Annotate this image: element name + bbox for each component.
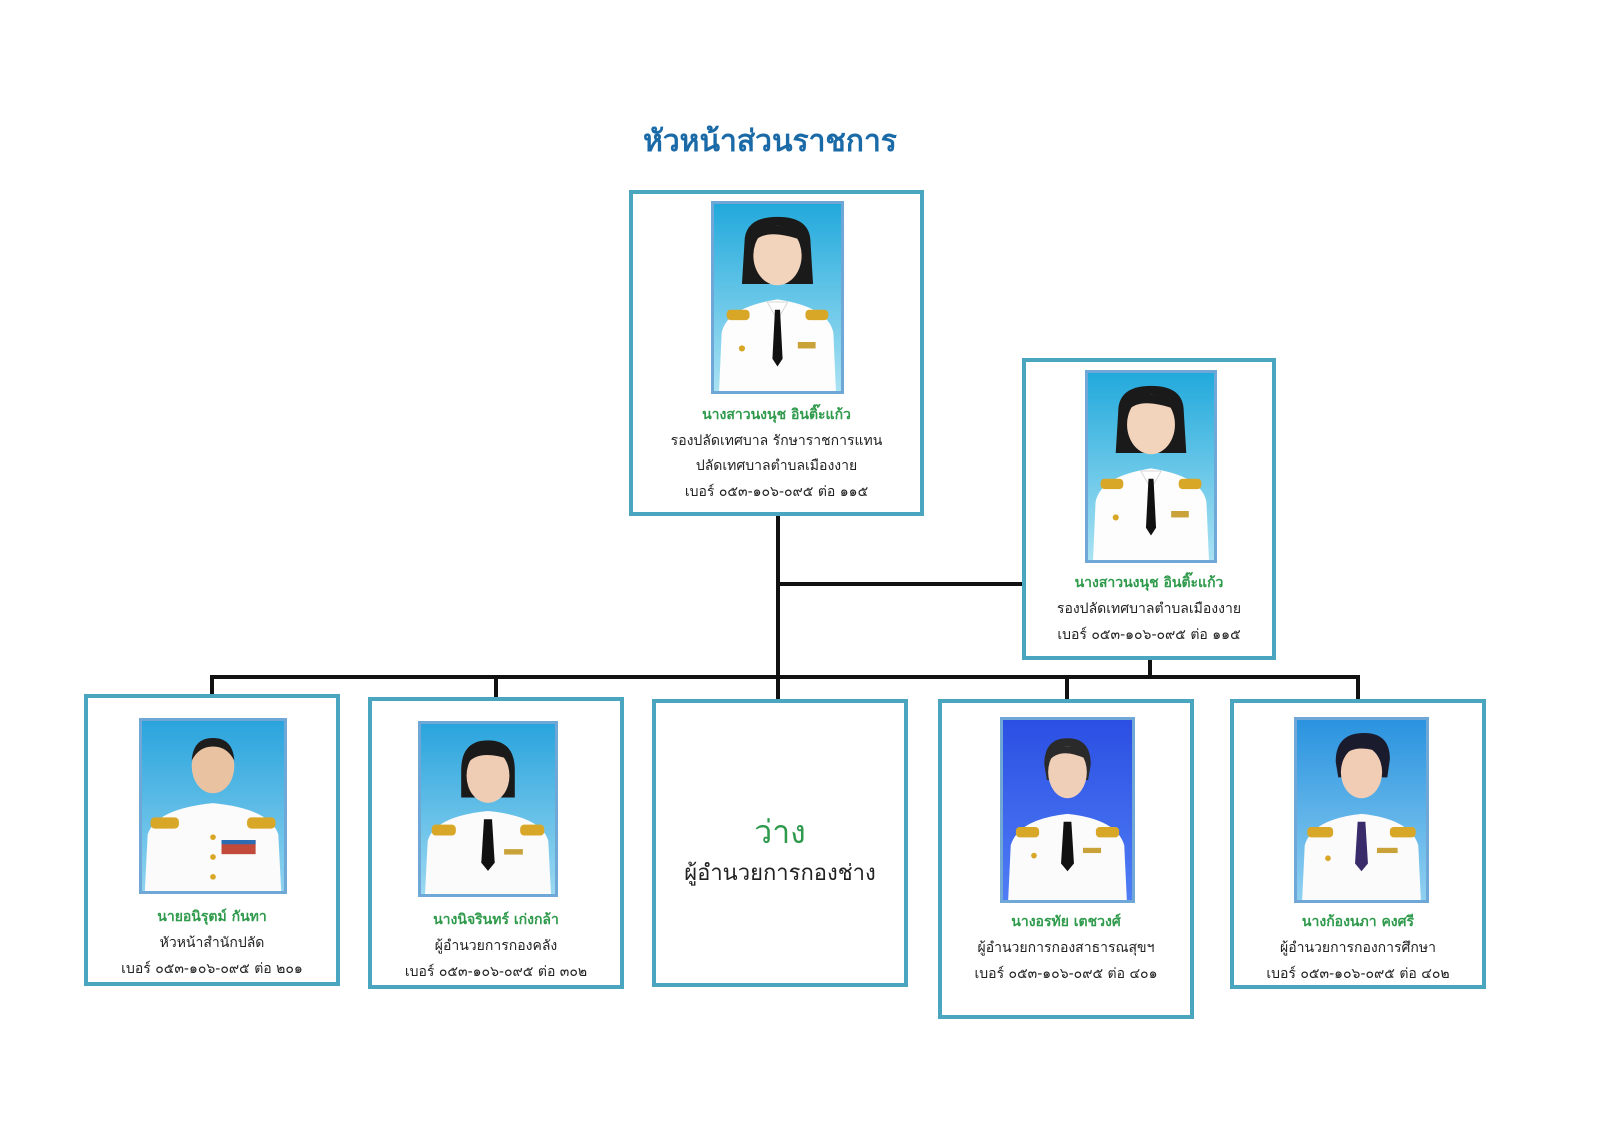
member-position-4: ผู้อำนวยการกองสาธารณสุขฯ <box>977 940 1155 956</box>
member-position-1: หัวหน้าสำนักปลัด <box>159 935 265 951</box>
chart-title: หัวหน้าส่วนราชการ <box>643 124 897 159</box>
deputy-name: นางสาวนงนุช อินติ๊ะแก้ว <box>1074 575 1224 591</box>
vacant-position: ผู้อำนวยการกองช่าง <box>684 861 876 886</box>
member-phone-1: เบอร์ ๐๕๓-๑๐๖-๐๙๕ ต่อ ๒๐๑ <box>121 961 303 977</box>
member-phone-2: เบอร์ ๐๕๓-๑๐๖-๐๙๕ ต่อ ๓๐๒ <box>404 964 588 980</box>
vacant-status: ว่าง <box>754 813 806 851</box>
head-name: นางสาวนงนุช อินติ๊ะแก้ว <box>702 407 851 423</box>
member-name-5: นางก้องนภา คงศรี <box>1301 914 1415 930</box>
member-photo-2 <box>418 721 558 897</box>
deputy-photo <box>1085 370 1217 563</box>
deputy-phone: เบอร์ ๐๕๓-๑๐๖-๐๙๕ ต่อ ๑๑๕ <box>1057 627 1241 643</box>
member-photo-4 <box>1000 717 1135 903</box>
head-photo <box>711 201 844 394</box>
member-card-1: นายอนิรุตม์ กันทา หัวหน้าสำนักปลัด เบอร์… <box>84 694 340 986</box>
deputy-card: นางสาวนงนุช อินติ๊ะแก้ว รองปลัดเทศบาลตำบ… <box>1022 358 1276 660</box>
member-name-4: นางอรทัย เตชวงศ์ <box>1011 914 1121 930</box>
member-photo-5 <box>1294 717 1429 903</box>
head-position-line2: ปลัดเทศบาลตำบลเมืองงาย <box>695 458 858 474</box>
deputy-position: รองปลัดเทศบาลตำบลเมืองงาย <box>1056 601 1242 617</box>
member-phone-5: เบอร์ ๐๕๓-๑๐๖-๐๙๕ ต่อ ๔๐๒ <box>1266 966 1450 982</box>
member-position-2: ผู้อำนวยการกองคลัง <box>434 938 558 954</box>
member-photo-1 <box>139 718 287 894</box>
member-card-4: นางอรทัย เตชวงศ์ ผู้อำนวยการกองสาธารณสุข… <box>938 699 1194 1019</box>
member-card-3-vacant: ว่าง ผู้อำนวยการกองช่าง <box>652 699 908 987</box>
head-phone: เบอร์ ๐๕๓-๑๐๖-๐๙๕ ต่อ ๑๑๕ <box>684 484 869 500</box>
member-name-2: นางนิจรินทร์ เก่งกล้า <box>433 912 559 928</box>
member-position-5: ผู้อำนวยการกองการศึกษา <box>1280 940 1436 956</box>
member-phone-4: เบอร์ ๐๕๓-๑๐๖-๐๙๕ ต่อ ๔๐๑ <box>974 966 1158 982</box>
head-card: นางสาวนงนุช อินติ๊ะแก้ว รองปลัดเทศบาล รั… <box>629 190 924 516</box>
member-card-5: นางก้องนภา คงศรี ผู้อำนวยการกองการศึกษา … <box>1230 699 1486 989</box>
head-position-line1: รองปลัดเทศบาล รักษาราชการแทน <box>670 433 883 449</box>
member-card-2: นางนิจรินทร์ เก่งกล้า ผู้อำนวยการกองคลัง… <box>368 697 624 989</box>
member-name-1: นายอนิรุตม์ กันทา <box>157 909 267 925</box>
